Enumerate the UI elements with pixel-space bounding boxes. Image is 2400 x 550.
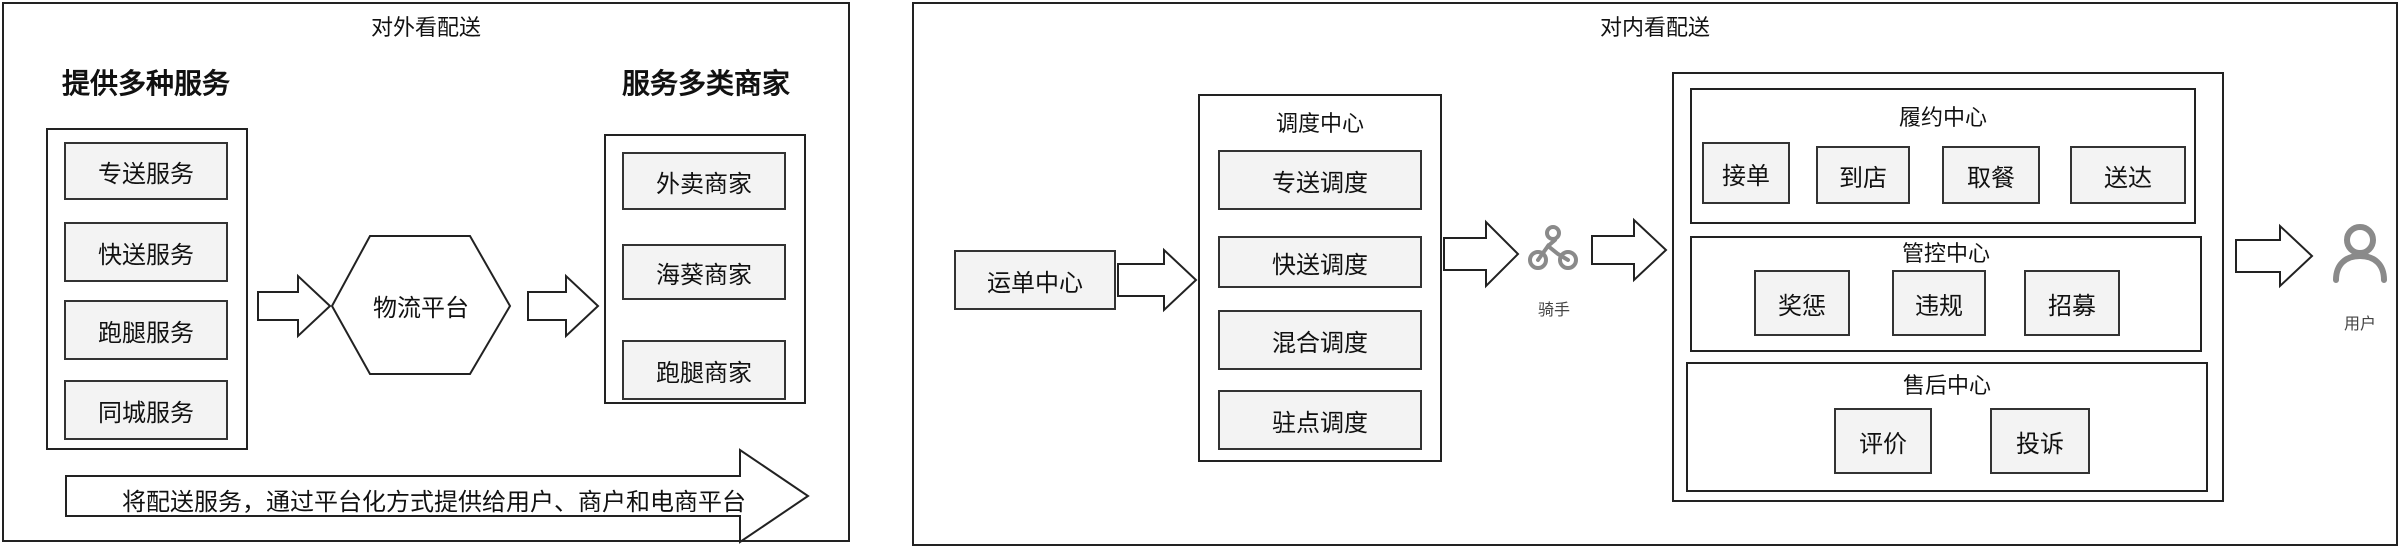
aftersales-center-group	[1686, 362, 2208, 492]
dispatch-item: 驻点调度	[1218, 390, 1422, 450]
dispatch-item: 快送调度	[1218, 236, 1422, 288]
internal-view-title: 对内看配送	[1599, 16, 1710, 41]
dispatch-item: 专送调度	[1218, 150, 1422, 210]
platform-label: 物流平台	[373, 293, 469, 322]
waybill-center-box: 运单中心	[954, 250, 1116, 310]
fulfillment-item: 接单	[1702, 142, 1790, 204]
control-item: 奖惩	[1754, 270, 1850, 336]
merchant-box: 外卖商家	[622, 152, 786, 210]
control-item: 违规	[1892, 270, 1986, 336]
fulfillment-item: 到店	[1816, 146, 1910, 204]
user-label: 用户	[2343, 314, 2376, 333]
dispatch-item: 混合调度	[1218, 310, 1422, 370]
merchant-box: 跑腿商家	[622, 340, 786, 400]
fulfillment-item: 取餐	[1942, 146, 2040, 204]
user-icon	[2328, 220, 2392, 284]
control-item: 招募	[2024, 270, 2120, 336]
service-box: 跑腿服务	[64, 300, 228, 360]
control-center-title: 管控中心	[1901, 242, 1990, 267]
rider-label: 骑手	[1537, 300, 1570, 319]
summary-banner-text: 将配送服务，通过平台化方式提供给用户、商户和电商平台	[122, 488, 746, 516]
services-heading: 提供多种服务	[62, 67, 231, 100]
service-box: 快送服务	[64, 222, 228, 282]
fulfillment-item: 送达	[2070, 146, 2186, 204]
fulfillment-center-title: 履约中心	[1898, 106, 1987, 131]
dispatch-center-title: 调度中心	[1275, 112, 1364, 137]
rider-icon	[1524, 220, 1584, 280]
aftersales-center-title: 售后中心	[1902, 374, 1991, 399]
merchant-box: 海葵商家	[622, 244, 786, 300]
aftersales-item: 投诉	[1990, 408, 2090, 474]
aftersales-item: 评价	[1834, 408, 1932, 474]
service-box: 专送服务	[64, 142, 228, 200]
service-box: 同城服务	[64, 380, 228, 440]
merchants-heading: 服务多类商家	[622, 67, 791, 100]
external-view-title: 对外看配送	[370, 16, 481, 41]
